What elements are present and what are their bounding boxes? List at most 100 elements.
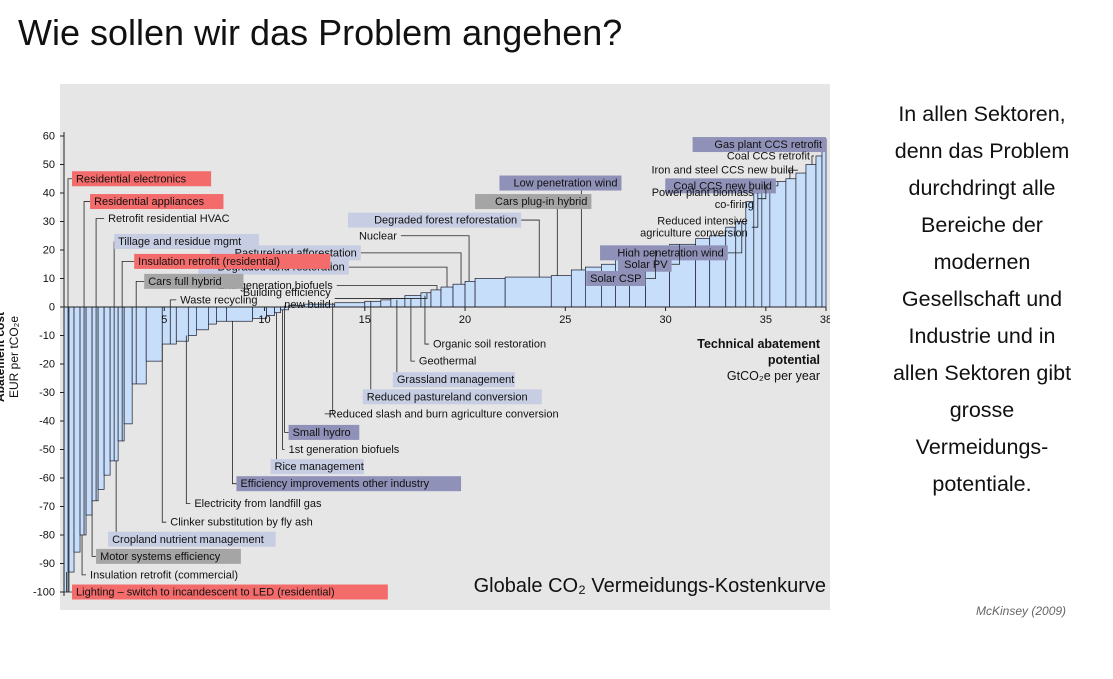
callout-label: Cropland nutrient management: [108, 460, 276, 547]
axes-layer: 6050403020100-10-20-30-40-50-60-70-80-90…: [0, 131, 830, 599]
callout-label: Geothermal: [410, 298, 476, 368]
label-text: Motor systems efficiency: [100, 551, 221, 563]
cost-bar: [274, 306, 281, 314]
label-text: Power plant biomass: [652, 187, 755, 199]
x-tick-label: 20: [459, 314, 471, 326]
side-text-line: allen Sektoren gibt: [892, 361, 1072, 385]
label-box: [72, 171, 212, 187]
label-text: Cars plug-in hybrid: [495, 196, 587, 208]
cost-bar: [91, 306, 99, 502]
leader-line: [324, 302, 334, 415]
callout-label: Lighting – switch to incandescent to LED…: [66, 572, 388, 600]
label-text: Gas plant CCS retrofit: [714, 139, 822, 151]
leader-line: [757, 184, 767, 200]
cost-bar: [464, 281, 476, 308]
side-text-line: modernen: [933, 250, 1031, 274]
label-text: Residential electronics: [76, 173, 187, 185]
side-text-line: potentiale.: [932, 472, 1032, 496]
label-text: Reduced intensive: [657, 216, 748, 228]
callout-label: Electricity from landfill gas: [185, 335, 322, 510]
callout-label: Degraded forest reforestation: [347, 212, 540, 278]
callout-label: Insulation retrofit (residential): [121, 253, 331, 441]
y-axis-title: Abatement cost: [0, 312, 7, 402]
leader-line: [789, 169, 798, 179]
callout-label: Cars full hybrid: [135, 273, 244, 384]
label-text: Insulation retrofit (commercial): [90, 569, 238, 581]
leader-line: [410, 298, 415, 362]
leader-line: [169, 299, 177, 345]
leader-line: [334, 292, 428, 299]
cost-bar: [123, 306, 133, 425]
label-box: [586, 271, 646, 286]
y-tick-label: 0: [49, 302, 55, 314]
cost-bar: [97, 306, 105, 490]
side-text-line: Gesellschaft und: [901, 287, 1063, 311]
side-text-line: Vermeidungs-: [915, 435, 1049, 459]
callout-label: Reduced pastureland conversion: [362, 301, 542, 405]
label-box: [270, 459, 365, 475]
cost-bar: [504, 276, 552, 308]
callout-label: Tillage and residue mgmt: [113, 233, 259, 461]
label-text: Residential appliances: [94, 196, 205, 208]
label-text: Efficiency improvements other industry: [240, 478, 429, 490]
label-text: Cars full hybrid: [148, 276, 221, 288]
label-text: Retrofit residential HVAC: [108, 213, 230, 225]
label-text: Organic soil restoration: [433, 339, 546, 351]
label-text: Rice management: [275, 461, 364, 473]
x-axis-title: GtCO₂e per year: [727, 369, 820, 383]
cost-bar: [334, 302, 366, 308]
label-box: [108, 531, 276, 547]
side-text-line: denn das Problem: [894, 139, 1070, 163]
label-text: Waste recycling: [180, 294, 257, 306]
side-text-line: durchdringt alle: [908, 176, 1056, 200]
label-text: Coal CCS new build: [673, 180, 771, 192]
y-tick-label: -90: [39, 558, 55, 570]
callout-label: Cars plug-in hybrid: [475, 194, 592, 276]
callout-label: Low penetration wind: [499, 175, 622, 270]
cost-bar: [785, 178, 797, 308]
label-text: co-firing: [715, 199, 754, 211]
source-note: McKinsey (2009): [976, 604, 1067, 618]
y-tick-label: 60: [43, 131, 55, 143]
label-text: Coal CCS retrofit: [727, 150, 810, 162]
label-box: [114, 233, 259, 249]
y-tick-label: 30: [43, 216, 55, 228]
chart-title: Globale CO₂ Vermeidungs-Kostenkurve: [474, 575, 826, 597]
label-text: High penetration wind: [617, 247, 723, 259]
label-box: [72, 584, 388, 600]
callout-label: Retrofit residential HVAC: [95, 213, 230, 501]
y-tick-label: 20: [43, 245, 55, 257]
leader-line: [91, 500, 97, 557]
label-box: [90, 194, 224, 210]
callout-label: Waste recycling: [169, 294, 258, 345]
leader-line: [400, 235, 470, 282]
cost-bar: [821, 138, 827, 308]
callout-label: Grassland management: [392, 299, 515, 388]
label-text: Solar PV: [624, 259, 668, 271]
label-text: Cropland nutrient management: [112, 534, 264, 546]
cost-bar: [390, 298, 406, 308]
label-text: Grassland management: [397, 374, 514, 386]
cost-bar: [805, 164, 817, 308]
x-tick-label: 35: [760, 314, 772, 326]
callout-label: Iron and steel CCS new build: [651, 165, 798, 179]
leader-line: [83, 201, 91, 535]
x-axis-title: potential: [768, 353, 820, 367]
x-axis-title: Technical abatement: [697, 337, 821, 351]
cost-bar: [815, 155, 823, 308]
label-box: [392, 372, 515, 388]
leader-line: [348, 266, 448, 288]
leader-line: [66, 572, 73, 593]
y-tick-label: -30: [39, 387, 55, 399]
label-box: [362, 389, 542, 405]
leader-line: [521, 219, 540, 278]
callout-label: High penetration wind: [600, 221, 743, 261]
label-box: [347, 212, 522, 228]
label-box: [692, 137, 826, 153]
callout-label: Organic soil restoration: [424, 295, 546, 351]
callout-label: Nuclear: [359, 230, 470, 282]
y-tick-label: -40: [39, 416, 55, 428]
y-tick-label: -20: [39, 359, 55, 371]
label-text: Electricity from landfill gas: [194, 498, 322, 510]
